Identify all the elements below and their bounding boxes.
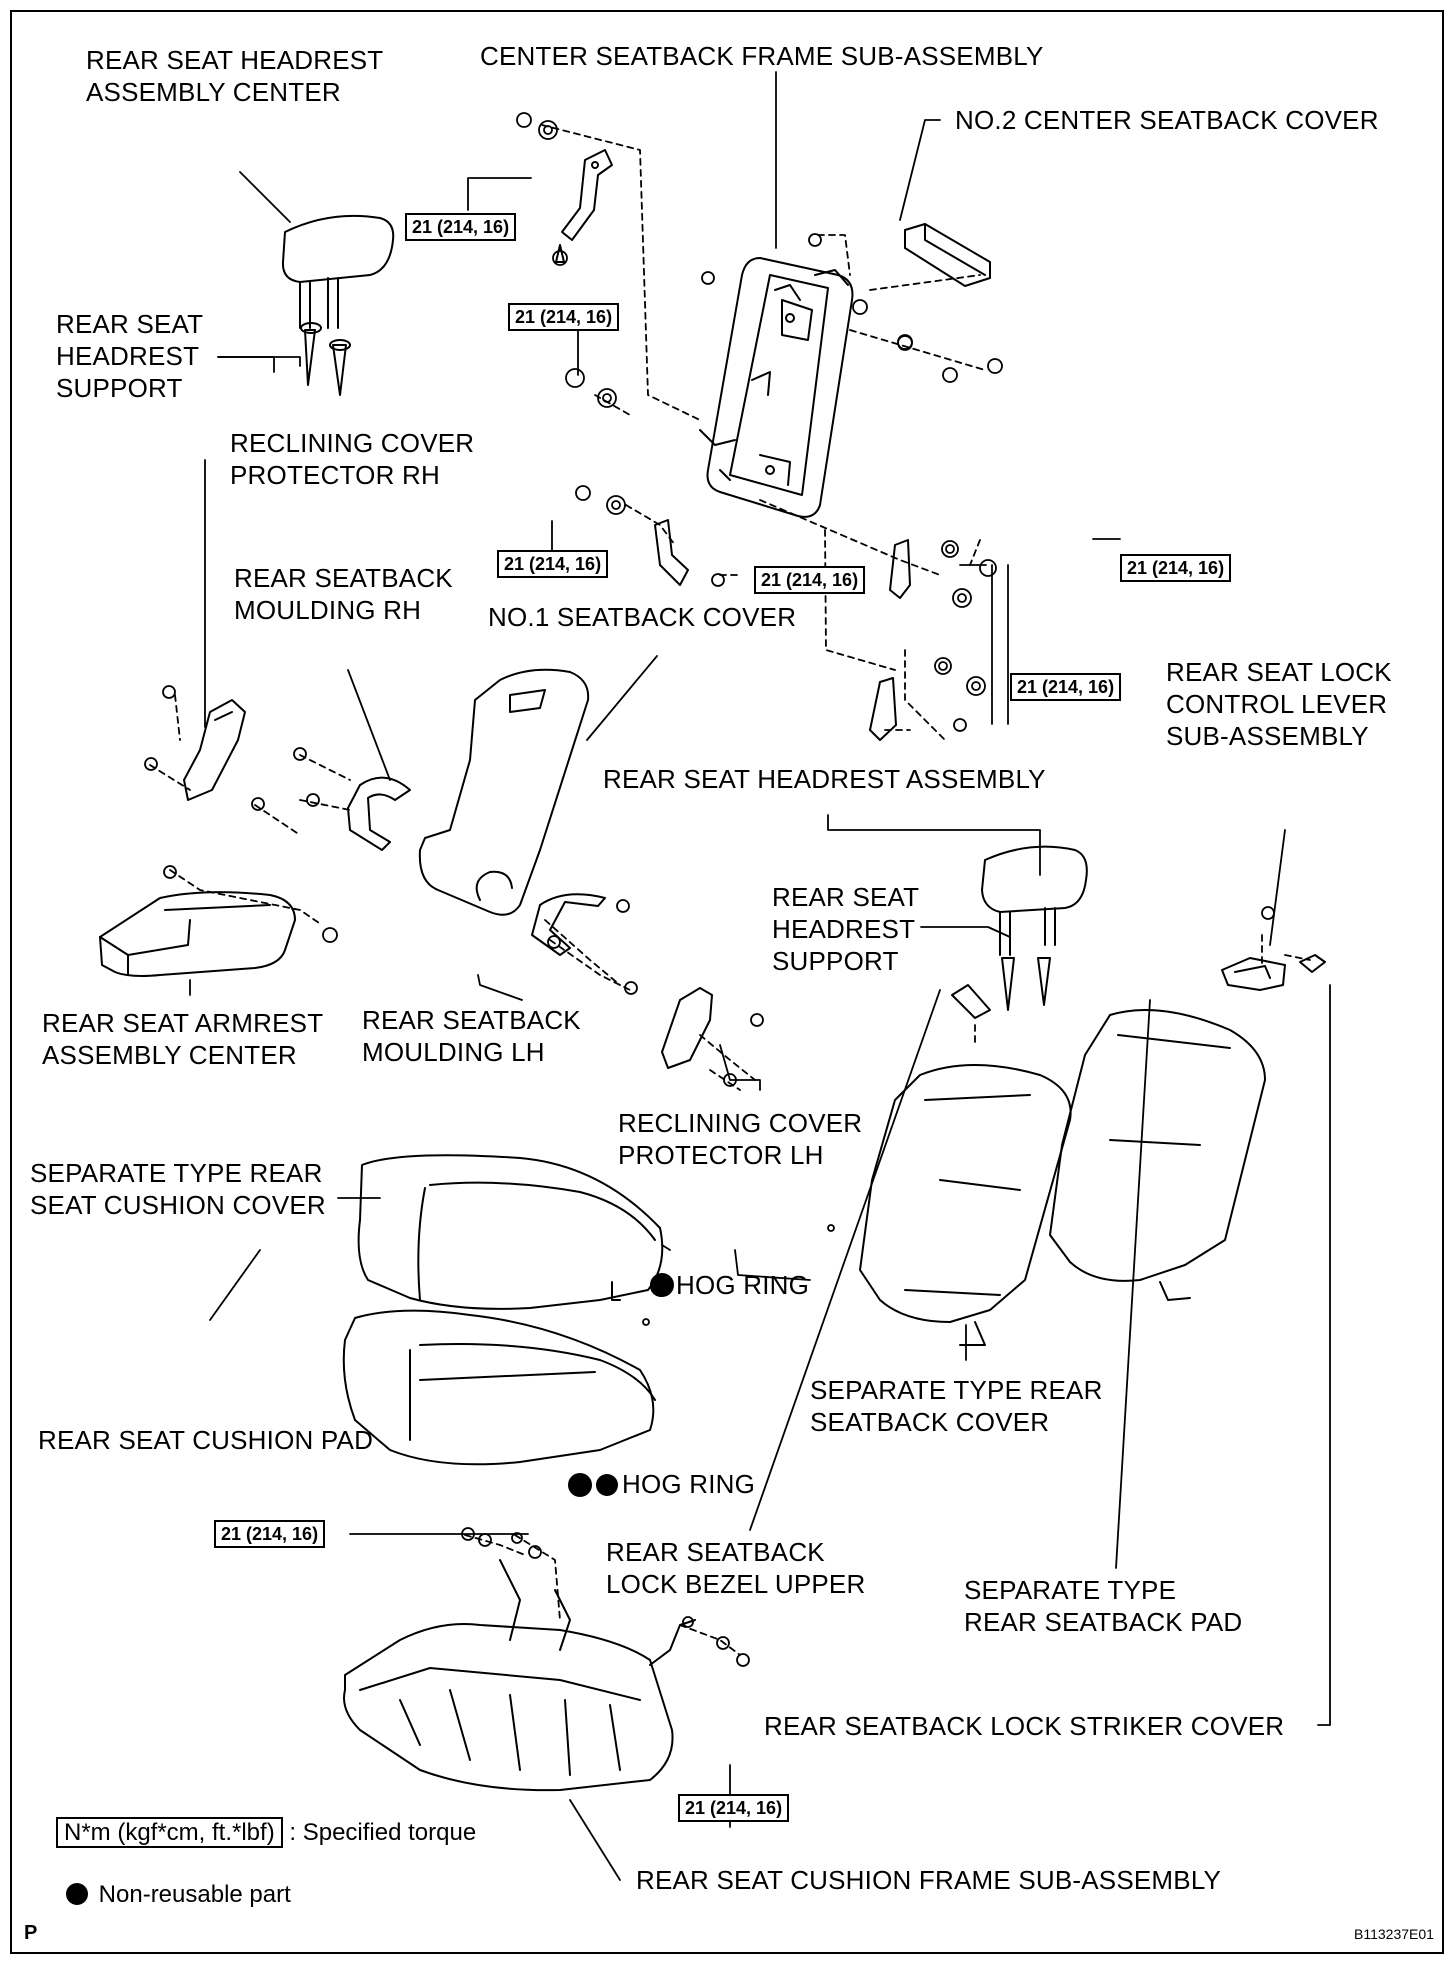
label-lock-bezel-upper: REAR SEATBACK LOCK BEZEL UPPER bbox=[606, 1537, 866, 1599]
seat-cushion-cover-drawing bbox=[357, 1154, 664, 1310]
seat-cushion-pad-drawing bbox=[342, 1309, 656, 1466]
hog-ring-1-text: HOG RING bbox=[676, 1270, 810, 1300]
no2-center-seatback-cover-drawing bbox=[904, 223, 991, 287]
label-headrest-assembly: REAR SEAT HEADREST ASSEMBLY bbox=[603, 764, 1046, 794]
label-center-seatback-frame: CENTER SEATBACK FRAME SUB-ASSEMBLY bbox=[480, 41, 1044, 71]
label-no2-center-seatback-cover: NO.2 CENTER SEATBACK COVER bbox=[955, 105, 1379, 135]
label-seat-cushion-cover: SEPARATE TYPE REAR SEAT CUSHION COVER bbox=[30, 1158, 326, 1220]
label-hog-ring-2: HOG RING bbox=[596, 1468, 755, 1500]
torque-box-3: 21 (214, 16) bbox=[497, 550, 609, 578]
label-headrest-support-center: REAR SEAT HEADREST SUPPORT bbox=[56, 309, 204, 403]
hog-ring-dot-2 bbox=[568, 1473, 592, 1497]
label-headrest-support-side: REAR SEAT HEADREST SUPPORT bbox=[772, 882, 920, 976]
moulding-lh-drawing bbox=[531, 893, 606, 956]
torque-box-4: 21 (214, 16) bbox=[754, 566, 866, 594]
label-lock-striker-cover: REAR SEATBACK LOCK STRIKER COVER bbox=[764, 1711, 1285, 1741]
nonreusable-dot-icon bbox=[66, 1883, 88, 1905]
label-hog-ring-1: HOG RING bbox=[650, 1269, 809, 1301]
cushion-frame-drawing bbox=[343, 1559, 696, 1792]
headrest-side-drawing bbox=[981, 845, 1088, 1011]
torque-box-5: 21 (214, 16) bbox=[1120, 554, 1232, 582]
legend-torque-desc: : Specified torque bbox=[289, 1819, 477, 1846]
striker-cover-drawing bbox=[1299, 954, 1326, 973]
label-seatback-cover: SEPARATE TYPE REAR SEATBACK COVER bbox=[810, 1375, 1103, 1437]
torque-box-2: 21 (214, 16) bbox=[508, 303, 620, 331]
label-no1-seatback-cover: NO.1 SEATBACK COVER bbox=[488, 602, 797, 632]
label-seatback-pad: SEPARATE TYPE REAR SEATBACK PAD bbox=[964, 1575, 1243, 1637]
hog-ring-dot-icon bbox=[650, 1275, 672, 1297]
reclining-cover-rh-drawing bbox=[183, 699, 246, 801]
label-reclining-cover-rh: RECLINING COVER PROTECTOR RH bbox=[230, 428, 475, 490]
legend-torque: N*m (kgf*cm, ft.*lbf) : Specified torque bbox=[56, 1817, 477, 1848]
legend-nonreusable-desc: Non-reusable part bbox=[98, 1881, 291, 1908]
hog-ring-2-text: HOG RING bbox=[622, 1469, 756, 1499]
label-armrest-center: REAR SEAT ARMREST ASSEMBLY CENTER bbox=[42, 1008, 324, 1070]
label-headrest-assembly-center: REAR SEAT HEADREST ASSEMBLY CENTER bbox=[86, 45, 384, 107]
center-seatback-frame-drawing bbox=[699, 257, 854, 518]
reclining-cover-lh-drawing bbox=[661, 987, 713, 1069]
hog-ring-dot-icon bbox=[596, 1474, 618, 1496]
torque-box-6: 21 (214, 16) bbox=[1010, 673, 1122, 701]
figure-id: B113237E01 bbox=[1354, 1926, 1434, 1942]
label-seat-cushion-pad: REAR SEAT CUSHION PAD bbox=[38, 1425, 374, 1455]
seatback-cover-drawing bbox=[859, 1064, 1072, 1346]
label-cushion-frame: REAR SEAT CUSHION FRAME SUB-ASSEMBLY bbox=[636, 1865, 1222, 1895]
moulding-rh-drawing bbox=[347, 776, 411, 851]
assembly-dashed-lines bbox=[149, 124, 1311, 1656]
leader-lines bbox=[189, 71, 1331, 1881]
armrest-center-drawing bbox=[99, 891, 296, 977]
no1-seatback-cover-drawing bbox=[418, 668, 590, 916]
label-moulding-rh: REAR SEATBACK MOULDING RH bbox=[234, 563, 453, 625]
seatback-pad-drawing bbox=[1049, 1009, 1266, 1301]
legend-torque-unit: N*m (kgf*cm, ft.*lbf) bbox=[56, 1817, 283, 1848]
torque-box-1: 21 (214, 16) bbox=[405, 213, 517, 241]
label-reclining-cover-lh: RECLINING COVER PROTECTOR LH bbox=[618, 1108, 863, 1170]
legend-nonreusable: Non-reusable part bbox=[66, 1880, 291, 1910]
label-lock-control-lever: REAR SEAT LOCK CONTROL LEVER SUB-ASSEMBL… bbox=[1166, 657, 1392, 751]
lock-control-lever-drawing bbox=[1221, 957, 1286, 991]
headrest-center-drawing bbox=[281, 214, 395, 396]
fasteners bbox=[144, 112, 1275, 1667]
torque-box-7: 21 (214, 16) bbox=[214, 1520, 326, 1548]
torque-box-8: 21 (214, 16) bbox=[678, 1794, 790, 1822]
diagram-frame bbox=[10, 10, 1444, 1954]
lock-bezel-upper-drawing bbox=[951, 984, 991, 1019]
lower-frame-brackets-drawing bbox=[654, 519, 911, 741]
label-moulding-lh: REAR SEATBACK MOULDING LH bbox=[362, 1005, 581, 1067]
upper-bracket-drawing bbox=[555, 149, 613, 263]
footer-left-mark: P bbox=[24, 1922, 38, 1944]
